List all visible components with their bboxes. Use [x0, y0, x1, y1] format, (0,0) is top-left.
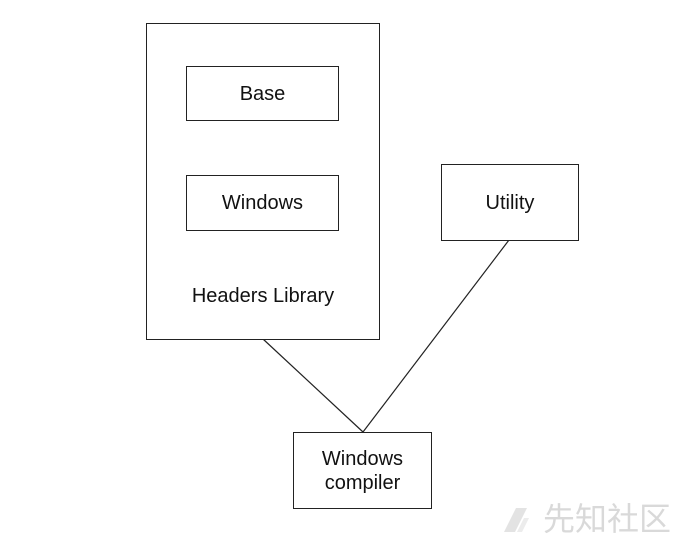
utility-box: Utility [441, 164, 579, 241]
logo-mark-icon [499, 502, 533, 536]
windows-label: Windows [221, 192, 304, 214]
watermark: 先知社区 [499, 501, 671, 537]
headers-library-label: Headers Library [191, 285, 335, 307]
utility-label: Utility [485, 191, 535, 214]
windows-compiler-label: Windows compiler [321, 447, 404, 494]
windows-box: Windows [186, 175, 339, 231]
windows-compiler-box: Windows compiler [293, 432, 432, 509]
utility-to-compiler-line [362, 239, 510, 433]
base-label: Base [239, 82, 286, 105]
base-box: Base [186, 66, 339, 121]
watermark-text: 先知社区 [542, 500, 671, 538]
headers-library-to-compiler-line [262, 338, 364, 433]
